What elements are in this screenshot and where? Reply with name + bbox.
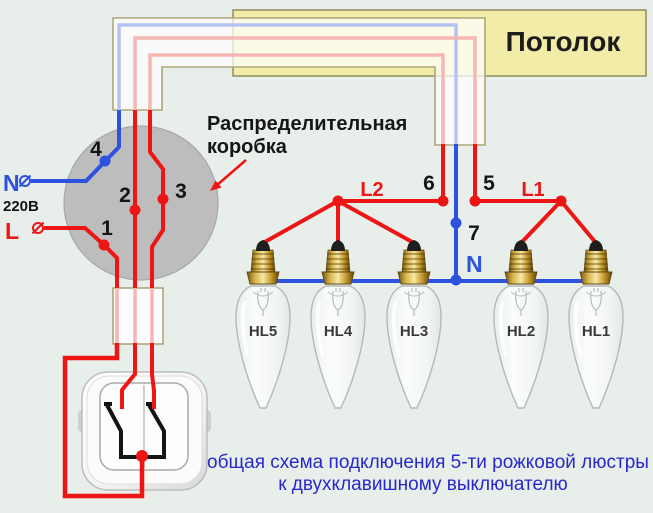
caption-line2: к двухклавишному выключателю xyxy=(278,474,568,495)
lamp-hl5-label: HL5 xyxy=(249,323,277,340)
ceiling-label: Потолок xyxy=(506,26,622,57)
phase-wires-in-conduit xyxy=(115,36,477,344)
caption-line1: общая схема подключения 5-ти рожковой лю… xyxy=(207,452,649,473)
lamp-hl4: HL4 xyxy=(309,238,367,410)
neutral-terminal-label: N xyxy=(3,170,20,196)
lamp-neutral-label: N xyxy=(466,251,483,277)
node-4-label: 4 xyxy=(90,138,102,161)
lamp-hl2: HL2 xyxy=(492,238,550,410)
junction-box-label-line2: коробка xyxy=(207,136,288,158)
switch-body xyxy=(78,371,211,491)
branch-l1-label: L1 xyxy=(521,179,544,201)
junction-box-label-line1: Распределительная xyxy=(207,113,407,135)
neutral-connection-nodes xyxy=(99,155,462,286)
lamp-hl3-label: HL3 xyxy=(400,323,428,340)
node-2-label: 2 xyxy=(119,184,131,207)
lamp-hl5: HL5 xyxy=(234,238,292,410)
node-5-label: 5 xyxy=(483,172,495,195)
lamp-hl4-label: HL4 xyxy=(324,323,353,340)
node-1-label: 1 xyxy=(101,217,113,240)
lamp-hl3: HL3 xyxy=(385,238,443,410)
ceiling-conduit xyxy=(112,17,486,146)
line-terminal-label: L xyxy=(5,218,19,244)
voltage-label: 220В xyxy=(3,198,39,215)
phase-wires xyxy=(31,110,598,499)
lamp-hl2-label: HL2 xyxy=(507,323,535,340)
junction-box-arrow xyxy=(210,159,247,191)
lamp-hl1-label: HL1 xyxy=(582,323,610,340)
lamp-hl1: HL1 xyxy=(567,238,625,410)
node-6-label: 6 xyxy=(423,172,435,195)
neutral-wire-in-conduit xyxy=(117,23,458,145)
node-3-label: 3 xyxy=(175,180,187,203)
junction-box-circle xyxy=(63,125,219,281)
branch-l2-label: L2 xyxy=(360,179,383,201)
phase-connection-nodes xyxy=(98,193,567,462)
node-7-label: 7 xyxy=(468,222,480,245)
switch-conduit xyxy=(112,287,164,345)
